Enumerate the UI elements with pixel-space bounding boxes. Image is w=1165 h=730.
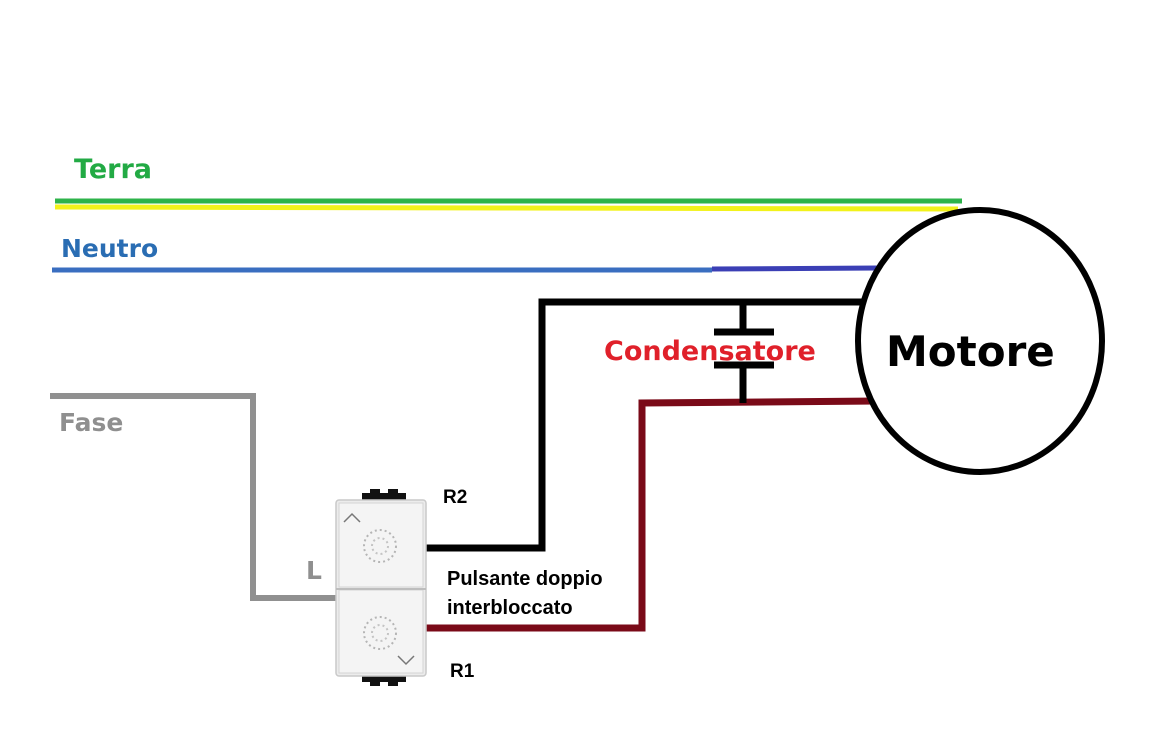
r2-wire <box>422 298 878 552</box>
r1-label: R1 <box>450 661 475 682</box>
r2-label: R2 <box>443 487 467 508</box>
motore-label: Motore <box>886 327 1055 376</box>
condensatore-label: Condensatore <box>604 336 816 367</box>
capacitor-symbol <box>714 302 774 403</box>
fase-label: Fase <box>59 408 123 437</box>
neutro-wire <box>52 265 879 273</box>
l-label: L <box>306 556 322 585</box>
motor-circle <box>855 207 1105 475</box>
terra-label: Terra <box>74 154 152 185</box>
pulsante-label-line2: interbloccato <box>447 597 573 619</box>
chevron-down-icon <box>397 655 415 666</box>
neutro-label: Neutro <box>61 234 158 263</box>
pulsante-label-line1: Pulsante doppio <box>447 568 603 590</box>
chevron-up-icon <box>343 512 361 523</box>
r1-wire <box>422 397 879 632</box>
double-interlocked-push-button-icon <box>335 489 427 686</box>
fase-wire <box>50 393 340 601</box>
terra-wire <box>54 198 962 212</box>
